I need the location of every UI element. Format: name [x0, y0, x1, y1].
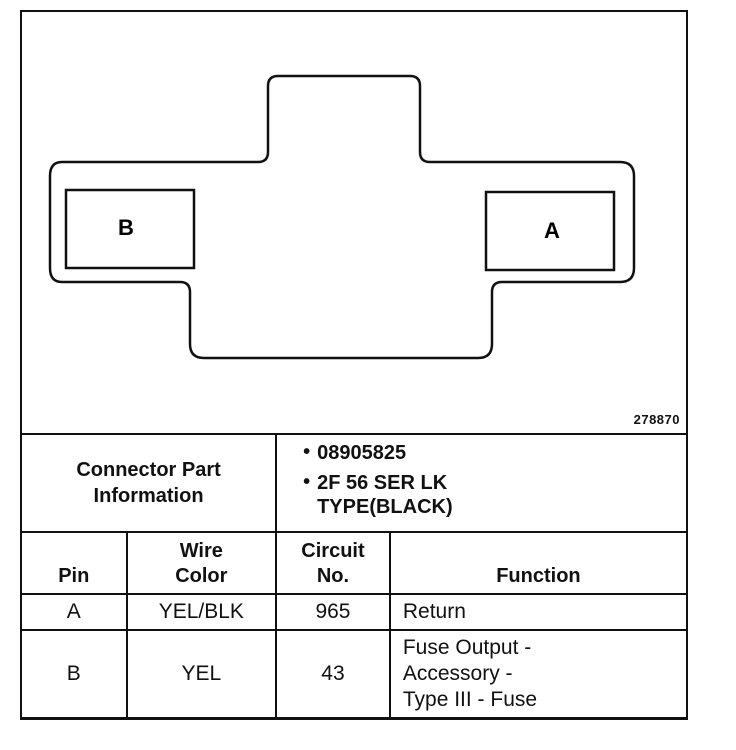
row-b-function-line2: Accessory -	[402, 662, 513, 685]
bullet-icon: •	[303, 441, 311, 463]
part-number-2: 2F 56 SER LK TYPE(BLACK)	[317, 472, 453, 518]
part-info-row: Connector Part Information • 08905825 • …	[19, 433, 688, 533]
row-b-function-line3: Type III - Fuse	[402, 688, 538, 711]
table-row: B YEL 43 Fuse Output - Accessory - Type …	[20, 629, 689, 719]
row-b-pin: B	[20, 629, 128, 719]
connector-face-drawing: B A	[48, 74, 636, 360]
row-a-function-line1: Return	[402, 600, 466, 623]
row-b-function-line1: Fuse Output -	[402, 636, 532, 659]
header-function: Function	[388, 531, 689, 595]
cavity-a	[484, 190, 616, 272]
header-wire-color: Wire Color	[125, 531, 278, 595]
cavity-a-label: A	[544, 218, 560, 243]
cavity-b	[64, 188, 196, 270]
part-info-label: Connector Part Information	[19, 433, 278, 533]
part-number-1: 08905825	[317, 442, 407, 464]
part-info-label-line2: Information	[93, 485, 204, 507]
row-a-circuit: 965	[275, 593, 391, 631]
header-circuit-line2: No.	[316, 565, 350, 587]
part-number-item: • 2F 56 SER LK TYPE(BLACK)	[303, 471, 517, 519]
row-b-function: Fuse Output - Accessory - Type III - Fus…	[388, 629, 689, 719]
row-a-pin: A	[20, 593, 128, 631]
table-row: A YEL/BLK 965 Return	[20, 593, 689, 631]
connector-outline	[48, 74, 636, 360]
part-number-item: • 08905825	[303, 441, 686, 465]
header-wire-color-line2: Color	[175, 565, 228, 587]
row-a-wire-color: YEL/BLK	[125, 593, 278, 631]
bullet-icon: •	[303, 471, 311, 493]
header-circuit: Circuit No.	[275, 531, 391, 595]
row-b-wire-color: YEL	[125, 629, 278, 719]
part-number-list: • 08905825 • 2F 56 SER LK TYPE(BLACK)	[275, 433, 688, 533]
connector-pinout-table: Connector Part Information • 08905825 • …	[19, 433, 689, 719]
row-a-function: Return	[388, 593, 689, 631]
header-circuit-line1: Circuit	[301, 540, 365, 562]
part-info-label-line1: Connector Part	[76, 459, 221, 481]
header-wire-color-line1: Wire	[179, 540, 223, 562]
table-header-row: Pin Wire Color Circuit No. Function	[20, 531, 689, 595]
figure-number: 278870	[633, 412, 680, 427]
header-pin: Pin	[20, 531, 128, 595]
row-b-circuit: 43	[275, 629, 391, 719]
cavity-b-label: B	[118, 215, 134, 240]
connector-diagram-frame: B A 278870 Connector Part Information • …	[19, 10, 689, 720]
